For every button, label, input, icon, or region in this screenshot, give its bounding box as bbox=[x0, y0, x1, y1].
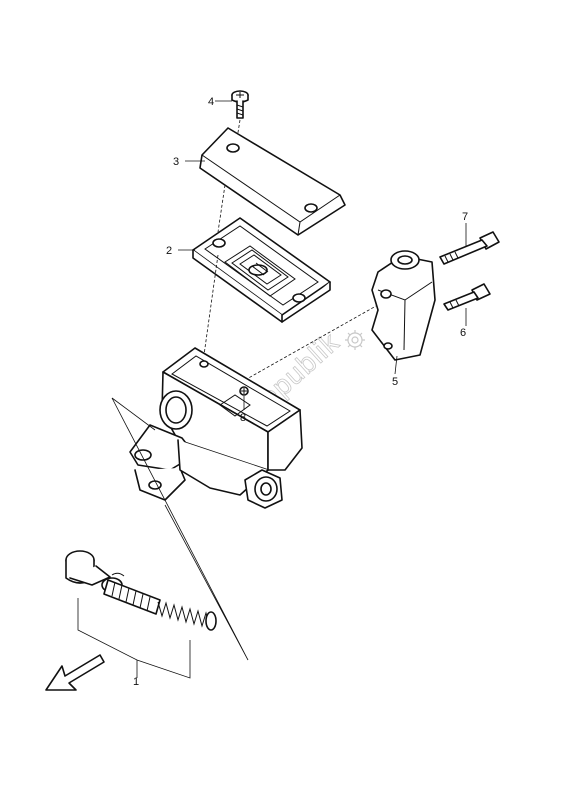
part-5-clamp[interactable] bbox=[371, 250, 436, 361]
part-7-bolt[interactable] bbox=[439, 231, 500, 265]
callout-5: 5 bbox=[392, 376, 398, 388]
cover-axis-line bbox=[217, 184, 226, 233]
part-4-screw[interactable] bbox=[231, 90, 249, 119]
part-1-piston-assembly[interactable] bbox=[65, 550, 217, 631]
master-cylinder-body[interactable] bbox=[129, 347, 303, 509]
clamp-axis-line bbox=[244, 305, 377, 381]
leader-5 bbox=[394, 355, 398, 375]
callout-4: 4 bbox=[208, 96, 214, 108]
body-axis-line bbox=[203, 254, 219, 356]
callout-2: 2 bbox=[166, 245, 172, 257]
callout-8: 8 bbox=[240, 412, 246, 424]
guide-line-bottom bbox=[111, 397, 249, 661]
part-3-reservoir-cover[interactable] bbox=[199, 127, 346, 236]
guide-line-top bbox=[111, 397, 156, 431]
callout-3: 3 bbox=[173, 156, 179, 168]
part-8-screw[interactable] bbox=[239, 386, 249, 396]
callout-7: 7 bbox=[462, 211, 468, 223]
watermark-gear-icon bbox=[345, 330, 365, 350]
callout-6: 6 bbox=[460, 327, 466, 339]
part-6-bolt[interactable] bbox=[443, 283, 491, 311]
callout-1: 1 bbox=[133, 676, 139, 688]
part-2-diaphragm[interactable] bbox=[192, 217, 331, 323]
arrow-down-left-icon bbox=[45, 654, 105, 691]
